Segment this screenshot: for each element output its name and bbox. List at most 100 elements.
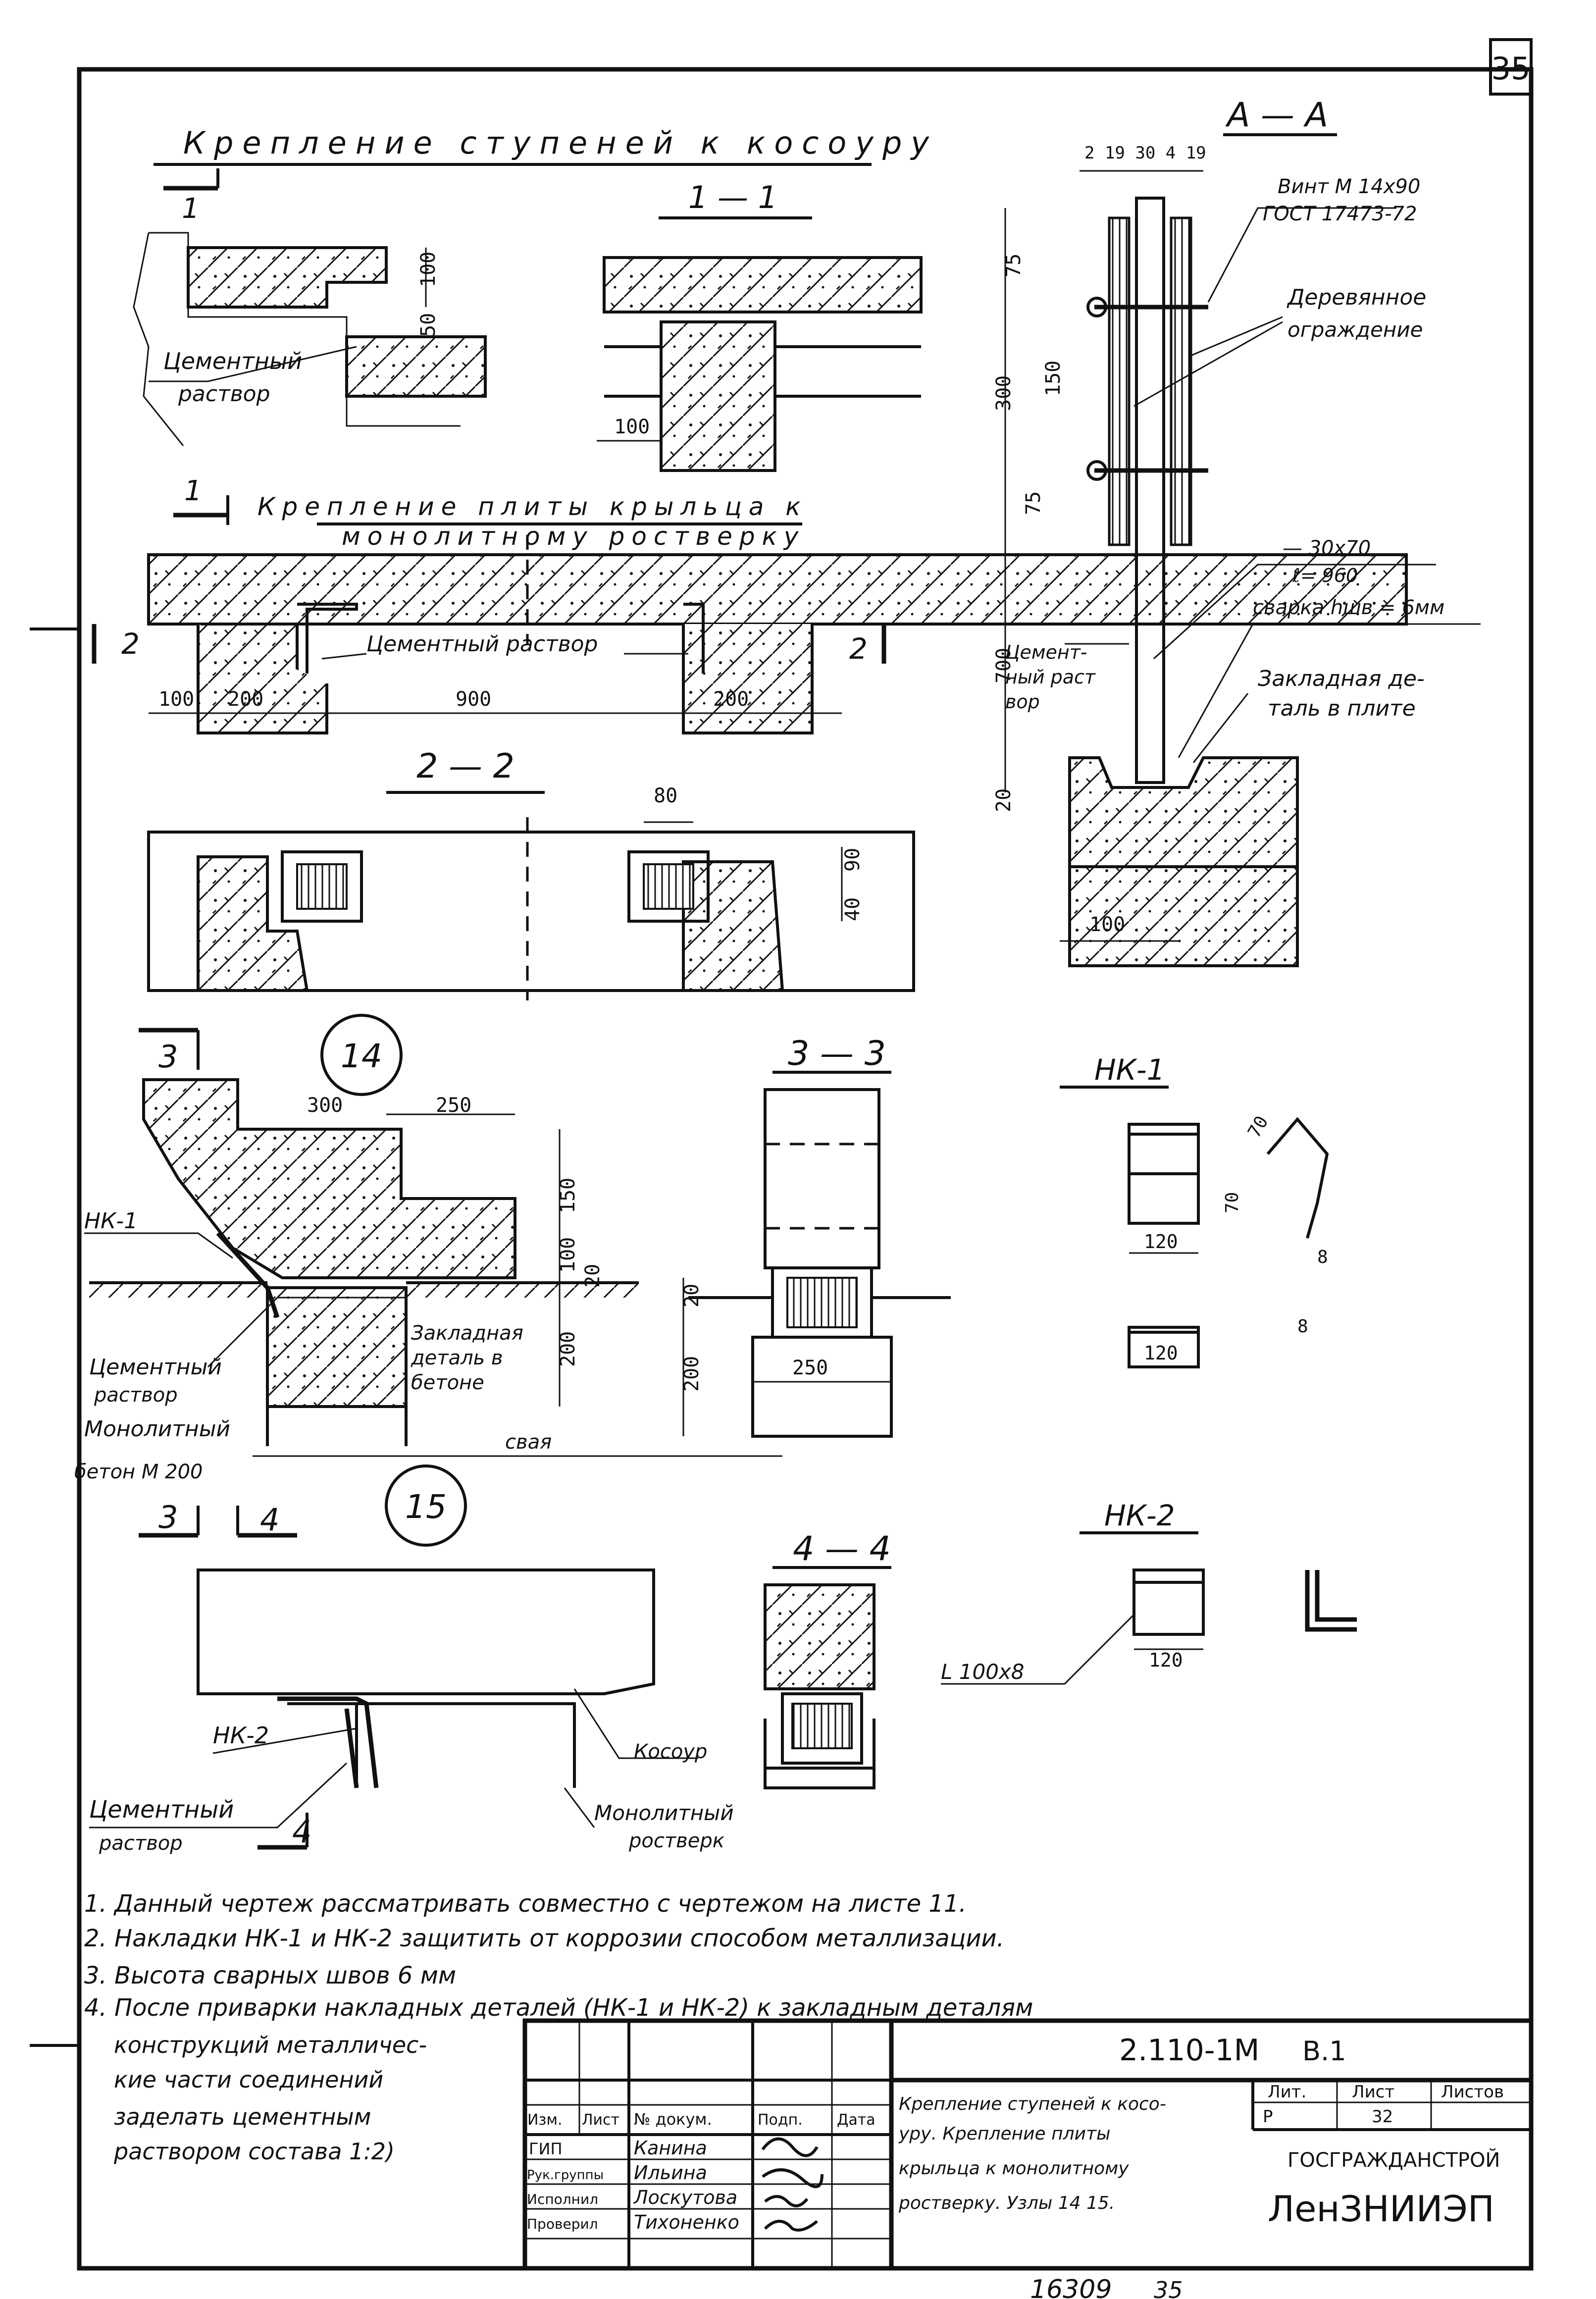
note-4: 4. После приварки накладных деталей (НК-… bbox=[84, 1994, 1033, 2022]
stair-fixing-detail: Крепление ступеней к косоуру 1 100 50 Це… bbox=[133, 125, 938, 446]
wood-post-left bbox=[1108, 216, 1131, 546]
monolithic-label: Монолитный bbox=[84, 1416, 230, 1442]
nk1-plate-section bbox=[1128, 1326, 1200, 1368]
svg-text:40: 40 bbox=[841, 897, 864, 921]
embed-plate-right bbox=[683, 603, 705, 674]
svg-text:раствор: раствор bbox=[94, 1384, 178, 1407]
svg-text:70: 70 bbox=[1222, 1192, 1242, 1213]
section-3-3: 3 — 3 20 200 250 bbox=[680, 1034, 951, 1438]
upper-step bbox=[187, 246, 388, 309]
title-block: Изм. Лист № докум. Подп. Дата ГИП Канина… bbox=[522, 2018, 1534, 2271]
svg-text:вор: вор bbox=[1005, 691, 1040, 713]
section-2-2: 2 — 2 80 90 40 bbox=[147, 747, 915, 1000]
title-line-3: крыльца к монолитному bbox=[899, 2158, 1129, 2179]
note-1: 1. Данный чертеж рассматривать совместно… bbox=[84, 1890, 967, 1918]
svg-text:3: 3 bbox=[158, 1039, 178, 1075]
angle-label: L 100х8 bbox=[941, 1660, 1025, 1684]
org-name-1: ГОСГРАЖДАНСТРОЙ bbox=[1287, 2148, 1500, 2172]
nk1-bent-profile bbox=[1266, 1117, 1329, 1239]
nk1-title: НК-1 bbox=[1094, 1053, 1165, 1087]
svg-text:Исполнил: Исполнил bbox=[527, 2191, 598, 2207]
node-14-stair bbox=[142, 1078, 516, 1279]
left-grillage bbox=[197, 624, 328, 734]
stringer-label: Косоур bbox=[634, 1740, 707, 1763]
inventory-suffix: 35 bbox=[1154, 2277, 1183, 2299]
svg-text:100: 100 bbox=[557, 1237, 579, 1273]
note-4-line-2: конструкций металличес- bbox=[114, 2032, 427, 2058]
svg-text:4: 4 bbox=[260, 1502, 279, 1538]
stair-fixing-title: Крепление ступеней к косоуру bbox=[183, 125, 938, 161]
section-a-a-title: А — А bbox=[1225, 96, 1328, 135]
cut-mark-4-top: 4 bbox=[236, 1502, 297, 1538]
nk2-title: НК-2 bbox=[1104, 1499, 1175, 1532]
svg-text:250: 250 bbox=[792, 1357, 828, 1379]
node-15-marker bbox=[385, 1464, 467, 1547]
cement-mortar-label-a: Цементный bbox=[163, 348, 302, 374]
svg-text:300: 300 bbox=[992, 375, 1015, 411]
section-a-a: А — А 2 19 30 4 19 75 150 300 75 700 20 … bbox=[992, 96, 1481, 967]
svg-text:1: 1 bbox=[182, 193, 200, 225]
pile-label: свая bbox=[505, 1431, 552, 1454]
svg-text:100: 100 bbox=[1089, 913, 1125, 936]
svg-text:Подп.: Подп. bbox=[758, 2111, 803, 2129]
svg-text:14: 14 bbox=[341, 1037, 382, 1075]
title-line-4: ростверку. Узлы 14 15. bbox=[898, 2193, 1115, 2213]
aa-slab bbox=[1068, 756, 1299, 868]
svg-text:120: 120 bbox=[1144, 1231, 1178, 1253]
nk2-plate-view bbox=[1133, 1568, 1205, 1636]
svg-text:Р: Р bbox=[1263, 2107, 1273, 2127]
svg-text:8: 8 bbox=[1297, 1316, 1308, 1337]
svg-text:200: 200 bbox=[713, 688, 749, 711]
cement-mortar-label-c: Цементный bbox=[89, 1355, 222, 1380]
svg-text:Проверил: Проверил bbox=[527, 2216, 598, 2232]
svg-text:1: 1 bbox=[184, 475, 202, 507]
porch-slab bbox=[147, 553, 1408, 626]
aa-grillage bbox=[1068, 865, 1299, 967]
cement-mortar-label-d: Цементный bbox=[89, 1796, 234, 1824]
svg-text:20: 20 bbox=[992, 788, 1015, 812]
svg-text:75: 75 bbox=[1002, 254, 1025, 277]
wood-beam-right bbox=[627, 850, 710, 923]
nk2-angle-profile bbox=[1305, 1570, 1357, 1632]
svg-text:120: 120 bbox=[1144, 1342, 1178, 1364]
svg-text:100: 100 bbox=[417, 252, 440, 287]
name-ruk: Ильина bbox=[634, 2162, 707, 2184]
concrete-grade-label: бетон М 200 bbox=[74, 1461, 203, 1483]
node-14-grillage bbox=[266, 1286, 408, 1408]
svg-text:Лист: Лист bbox=[582, 2111, 619, 2129]
wood-fence-label-1: Деревянное bbox=[1287, 285, 1426, 310]
svg-text:Изм.: Изм. bbox=[527, 2111, 563, 2129]
svg-text:80: 80 bbox=[654, 784, 677, 807]
svg-text:4: 4 bbox=[292, 1814, 311, 1850]
step-slab-1-1 bbox=[603, 256, 923, 314]
svg-text:50: 50 bbox=[417, 313, 440, 337]
cement-mortar-label-b: Цементный раствор bbox=[366, 631, 598, 657]
svg-text:деталь в: деталь в bbox=[411, 1347, 503, 1369]
name-gip: Канина bbox=[634, 2137, 707, 2159]
svg-text:ный раст: ный раст bbox=[1005, 666, 1096, 688]
svg-text:200: 200 bbox=[228, 688, 263, 711]
section-4-4-stringer bbox=[764, 1583, 875, 1690]
section-3-3-title: 3 — 3 bbox=[788, 1034, 886, 1073]
inventory-number: 16309 bbox=[1030, 2275, 1112, 2299]
right-grillage bbox=[682, 624, 814, 734]
slab-fixing-detail: 1 Крепление плиты крыльца к монолитному … bbox=[92, 475, 1408, 734]
svg-text:100: 100 bbox=[614, 416, 650, 438]
doc-code: 2.110-1М bbox=[1119, 2033, 1259, 2068]
svg-text:раствор: раствор bbox=[178, 381, 270, 407]
nk2-tag-15: НК-2 bbox=[213, 1722, 269, 1749]
section-1-1: 1 — 1 100 bbox=[597, 179, 923, 472]
note-4-line-3: кие части соединений bbox=[114, 2066, 383, 2093]
svg-text:100: 100 bbox=[158, 688, 194, 711]
wood-fence-label-2: ограждение bbox=[1287, 317, 1423, 342]
cut-mark-2-right: 2 bbox=[849, 624, 886, 666]
nk2-detail: НК-2 120 L 100х8 bbox=[941, 1499, 1357, 1685]
svg-text:2 19 30 4 19: 2 19 30 4 19 bbox=[1084, 143, 1206, 163]
stringer-section-1-1 bbox=[660, 320, 776, 472]
steel-strip bbox=[1135, 197, 1165, 784]
svg-text:8: 8 bbox=[1317, 1247, 1328, 1267]
svg-text:раствор: раствор bbox=[99, 1832, 183, 1855]
cut-mark-1-top: 1 bbox=[163, 168, 219, 225]
svg-text:200: 200 bbox=[557, 1331, 579, 1367]
svg-text:Дата: Дата bbox=[837, 2111, 875, 2129]
